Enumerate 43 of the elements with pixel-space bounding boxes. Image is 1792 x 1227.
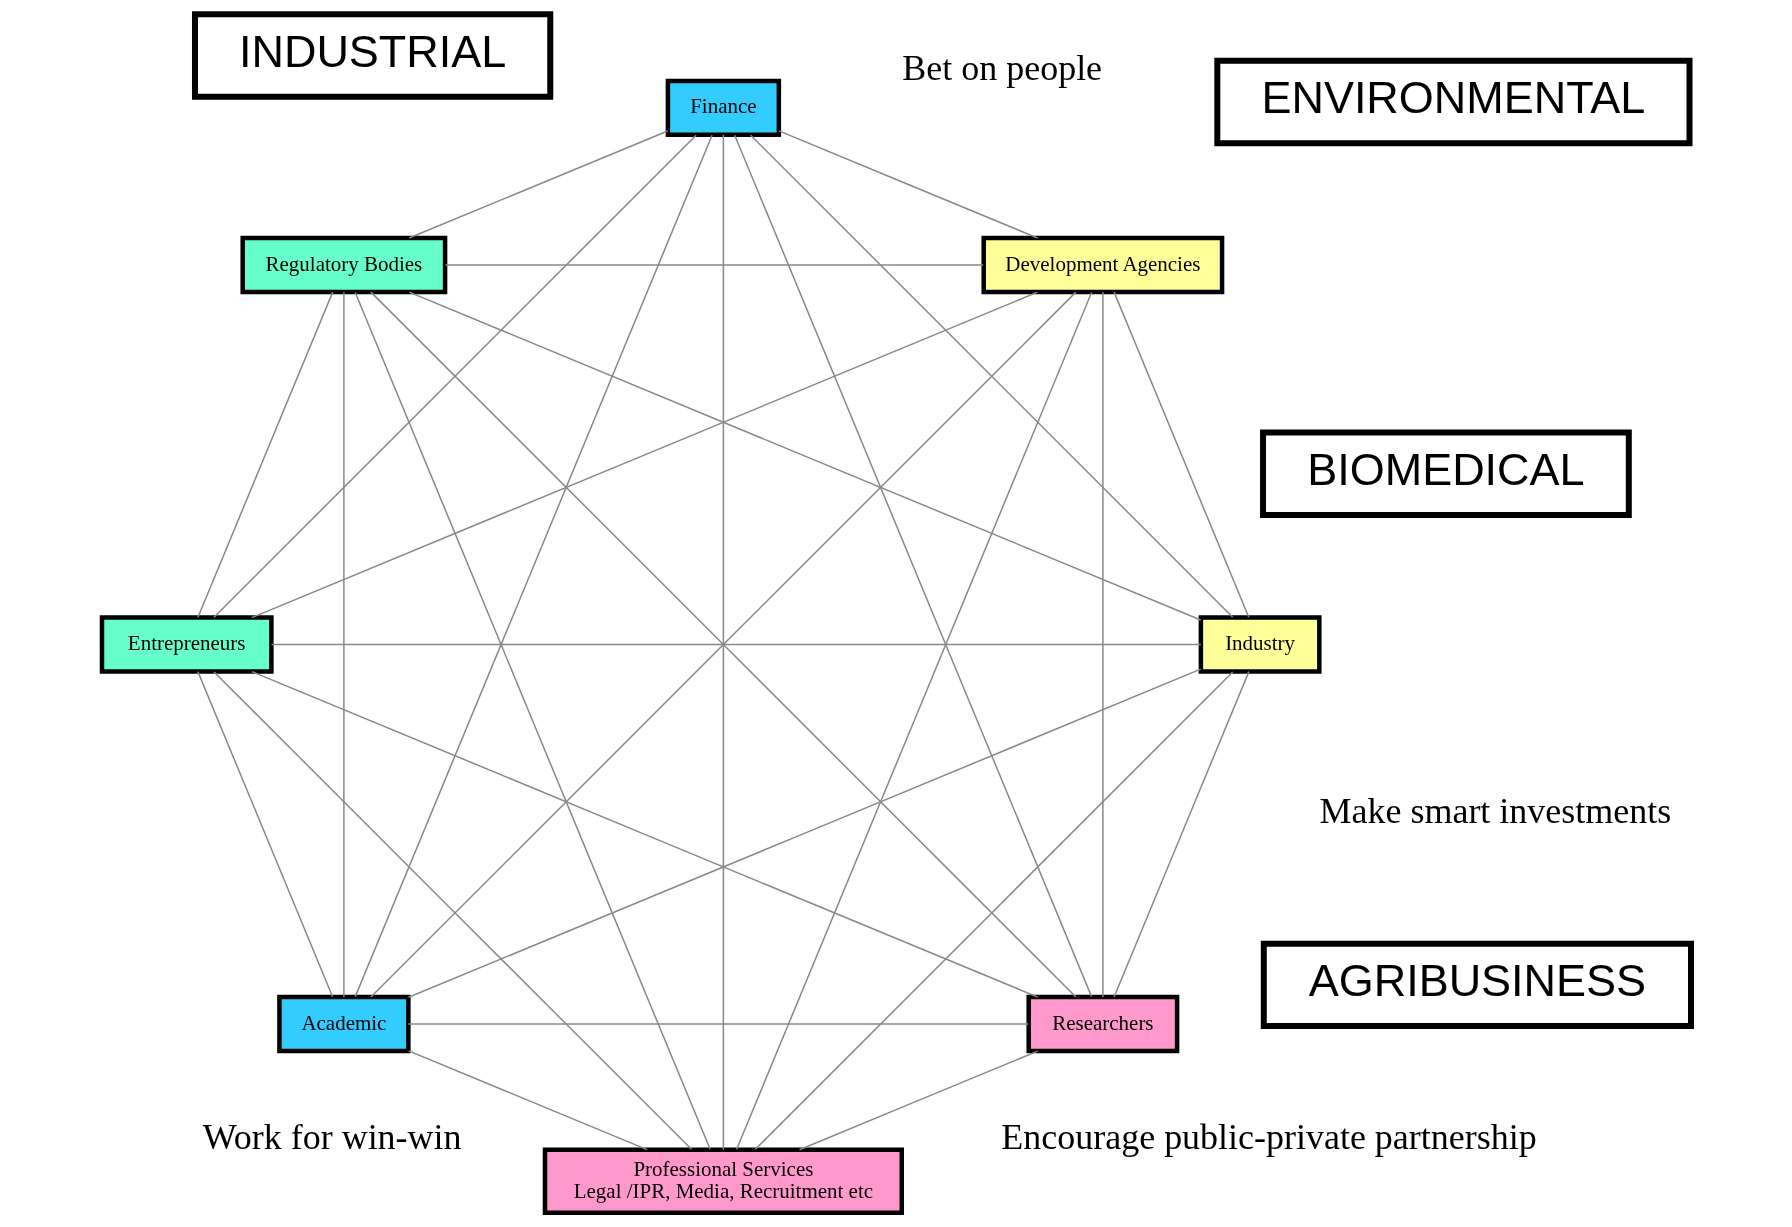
connector xyxy=(250,291,1038,619)
connector xyxy=(407,1023,1029,1025)
node-box: Academic xyxy=(276,994,411,1054)
connector xyxy=(1112,670,1250,998)
connector xyxy=(342,291,345,998)
connector xyxy=(735,291,1092,1151)
connector xyxy=(749,134,1233,618)
node-box: ENVIRONMENTAL xyxy=(1213,57,1692,147)
label: Make smart investments xyxy=(1319,791,1671,832)
connector xyxy=(196,670,333,998)
node-box: Entrepreneurs xyxy=(99,615,274,674)
connector xyxy=(754,671,1233,1151)
connector xyxy=(212,134,697,618)
node-box: BIOMEDICAL xyxy=(1259,429,1632,518)
label: Work for win-win xyxy=(202,1116,462,1157)
connector xyxy=(196,291,333,619)
node-box: Finance xyxy=(665,78,781,138)
connector xyxy=(777,130,1038,239)
node-box: Development Agencies xyxy=(980,235,1224,295)
connector xyxy=(1112,291,1250,619)
connector xyxy=(722,134,724,1151)
connector xyxy=(733,134,1092,998)
connector xyxy=(354,134,713,998)
connector xyxy=(212,671,692,1151)
label: Encourage public-private partnership xyxy=(1000,1116,1537,1157)
node-box: Professional Services Legal /IPR, Media, Recruitment etc xyxy=(542,1147,904,1215)
connector xyxy=(407,668,1201,998)
label: Bet on people xyxy=(901,47,1102,88)
connector xyxy=(270,643,1202,646)
connector xyxy=(354,291,711,1151)
connector xyxy=(369,291,1077,998)
node-box: Researchers xyxy=(1025,994,1179,1054)
connector xyxy=(250,670,1038,998)
connector xyxy=(407,130,668,239)
connector xyxy=(407,1050,648,1151)
connector xyxy=(444,264,984,266)
node-box: AGRIBUSINESS xyxy=(1260,940,1694,1030)
node-box: Industry xyxy=(1198,615,1322,674)
connector xyxy=(408,291,1201,621)
connector xyxy=(1101,291,1104,998)
connector xyxy=(798,1050,1038,1151)
node-box: INDUSTRIAL xyxy=(191,11,553,100)
node-box: Regulatory Bodies xyxy=(239,235,447,295)
